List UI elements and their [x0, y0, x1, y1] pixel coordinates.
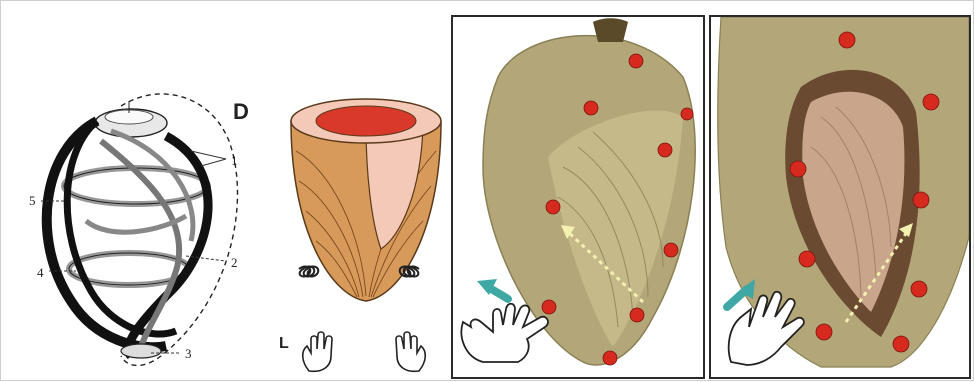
ventricle-cutaway-panel: L: [271, 1, 451, 382]
handedness-label: L: [279, 335, 289, 353]
fiber-band-illustration: [1, 1, 291, 382]
panel-letter: D: [233, 99, 249, 125]
fiber-band-diagram: D 1 2 3 4 5: [1, 1, 291, 382]
specimen-image-1: [453, 17, 703, 377]
diagram-label-3: 3: [185, 346, 192, 362]
specimen-photo-1: [451, 15, 705, 379]
specimen-image-2: [711, 17, 969, 377]
specimen-photo-2: [709, 15, 971, 379]
diagram-label-2: 2: [231, 255, 238, 271]
ventricle-illustration: [271, 1, 451, 382]
diagram-label-5: 5: [29, 193, 36, 209]
diagram-label-1: 1: [231, 153, 238, 169]
diagram-label-4: 4: [37, 265, 44, 281]
helix-icon: [299, 266, 318, 276]
